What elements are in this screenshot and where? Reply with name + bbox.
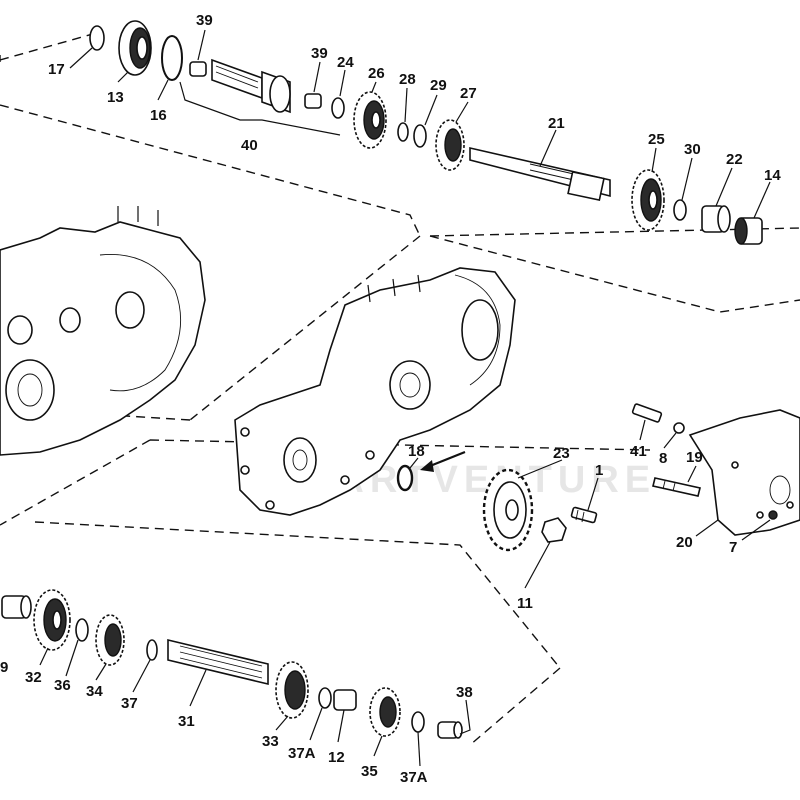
callout-37a-b: 37A [400,769,428,786]
callout-35: 35 [361,763,378,780]
part-35-gear [369,687,401,737]
callout-labels: 17 13 16 39 39 24 26 28 29 27 40 21 25 3… [0,12,781,786]
part-8-washer [673,422,685,434]
part-23-sprocket [482,468,534,552]
callout-21: 21 [548,115,565,132]
callout-25: 25 [648,131,665,148]
callout-32: 32 [25,669,42,686]
part-32-gear [33,589,71,651]
callout-11: 11 [517,595,533,612]
callout-33: 33 [262,733,279,750]
callout-37: 37 [121,695,138,712]
callout-36: 36 [54,677,71,694]
part-21-mainshaft [469,146,611,202]
callout-7: 7 [729,539,737,556]
part-37a-washer-a [318,687,332,709]
callout-13: 13 [107,89,124,106]
left-crankcase-half [0,206,206,456]
right-crankcase-half [234,267,516,516]
part-25-gear [631,169,665,231]
part-30-washer [673,199,687,221]
part-1-bolt [570,506,598,524]
part-7-screw [768,510,778,520]
part-18-seal [396,464,414,492]
part-17-snap-ring [89,25,105,51]
part-11-nut [541,517,567,543]
callout-9: 9 [0,659,8,676]
callout-29: 29 [430,77,447,94]
callout-19: 19 [686,449,703,466]
leader-lines [39,29,771,767]
callout-22: 22 [726,151,743,168]
callout-26: 26 [368,65,385,82]
part-39-bushing-b [304,93,322,109]
callout-20: 20 [676,534,693,551]
callout-28: 28 [399,71,416,88]
callout-37a-a: 37A [288,745,316,762]
callout-24: 24 [337,54,354,71]
callout-12: 12 [328,749,345,766]
part-22-bearing [701,205,731,233]
part-20-cover [688,409,800,536]
part-14-bearing [734,217,763,245]
part-38-bushing [437,721,463,739]
callout-39-a: 39 [196,12,213,29]
part-31-countershaft [167,638,269,686]
callout-17: 17 [48,61,65,78]
callout-27: 27 [460,85,477,102]
part-33-gear [275,661,309,719]
part-9-bearing [1,595,32,619]
part-37a-washer-b [411,711,425,733]
callout-38: 38 [456,684,473,701]
callout-31: 31 [178,713,195,730]
part-28-ring [397,122,409,142]
part-39-bushing-a [189,61,207,77]
part-12-bushing [333,689,357,711]
pointer-arrow [420,450,466,472]
callout-18: 18 [408,443,425,460]
callout-40: 40 [241,137,258,154]
callout-16: 16 [150,107,167,124]
part-26-gear [353,91,387,149]
callout-39-b: 39 [311,45,328,62]
part-29-washer [413,124,427,148]
part-27-gear [435,119,465,171]
part-13-bearing [118,20,152,76]
callout-8: 8 [659,450,667,467]
callout-41: 41 [630,443,647,460]
part-34-gear [95,614,125,666]
callout-23: 23 [553,445,570,462]
upper-shaft-assembly [89,20,763,245]
callout-30: 30 [684,141,701,158]
part-24-washer [331,97,345,119]
right-cover-group [631,403,800,536]
callout-34: 34 [86,683,103,700]
part-41-bolt [631,403,663,423]
callout-14: 14 [764,167,781,184]
part-36-washer [75,618,89,642]
part-19-shaft [652,477,701,497]
lower-shaft-assembly [1,589,463,739]
callout-1: 1 [595,462,603,479]
part-37-ring [146,639,158,661]
part-16-retaining-ring [161,35,183,81]
part-40-shaft-assembly [211,58,291,114]
